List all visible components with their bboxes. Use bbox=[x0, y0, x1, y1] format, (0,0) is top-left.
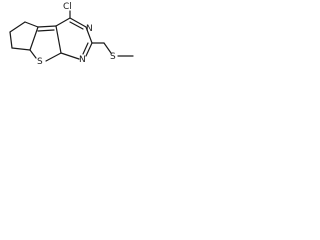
methylthiomethyl-substituent bbox=[91, 42, 134, 57]
bond bbox=[85, 26, 93, 44]
bond bbox=[55, 17, 71, 27]
bond bbox=[37, 29, 55, 32]
thioether-sulfur-label: S bbox=[110, 52, 116, 62]
cyclopentane-ring bbox=[9, 21, 39, 51]
bond bbox=[29, 26, 39, 51]
bond bbox=[9, 21, 26, 33]
chemical-structure-diagram: Cl N N S S bbox=[9, 2, 134, 67]
bond bbox=[55, 25, 62, 54]
bond bbox=[69, 17, 87, 28]
pyrimidine-ring bbox=[55, 17, 93, 60]
bond bbox=[37, 25, 57, 28]
chlorine-atom-label: Cl bbox=[63, 2, 72, 12]
nitrogen-atom-label: N bbox=[79, 55, 86, 65]
bond bbox=[85, 42, 93, 57]
thiophene-ring bbox=[29, 25, 62, 62]
bond bbox=[29, 49, 37, 59]
bond bbox=[60, 52, 80, 60]
bond bbox=[45, 52, 62, 62]
bond bbox=[9, 31, 13, 49]
bond bbox=[82, 42, 89, 55]
nitrogen-atom-label: N bbox=[86, 24, 93, 34]
bond bbox=[103, 42, 112, 54]
bond bbox=[69, 21, 84, 30]
thiophene-sulfur-label: S bbox=[37, 57, 43, 67]
bond bbox=[24, 21, 39, 28]
bond bbox=[11, 47, 31, 51]
